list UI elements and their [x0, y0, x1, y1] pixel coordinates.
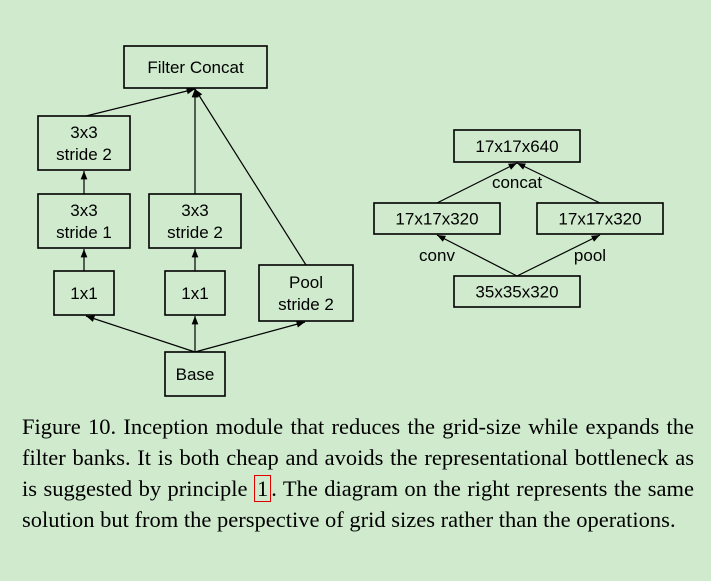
node-label: Filter Concat [147, 58, 244, 77]
concat-label: concat [492, 173, 542, 192]
node-label: 1x1 [70, 284, 97, 303]
node-label: 1x1 [181, 284, 208, 303]
pool-label: pool [574, 246, 606, 265]
node-label: stride 1 [56, 223, 112, 242]
node-conv1x1-left: 1x1 [53, 270, 115, 316]
caption-text-end: . The diagram on the right represents th… [22, 476, 694, 532]
edges-layer [80, 87, 601, 353]
node-filter-concat: Filter Concat [123, 45, 268, 89]
node-pool-s2: Pool stride 2 [258, 264, 354, 322]
node-box [148, 193, 242, 249]
principle-reference-link[interactable]: 1 [253, 475, 272, 502]
node-label: Base [176, 365, 215, 384]
node-label: 17x17x320 [395, 210, 478, 229]
node-label: 17x17x640 [475, 137, 558, 156]
node-box [37, 115, 131, 171]
node-box [164, 270, 226, 316]
node-conv1x1-mid: 1x1 [164, 270, 226, 316]
node-box [536, 202, 664, 235]
edge-pool-s2-to-filter-concat [194, 88, 307, 266]
node-out-17x17x640: 17x17x640 [453, 129, 581, 163]
node-box [37, 193, 131, 249]
edge-pool-17x17x320-to-out-17x17x640 [516, 162, 601, 204]
node-label: Pool [289, 273, 323, 292]
node-box [123, 45, 268, 89]
conv-label: conv [419, 246, 455, 265]
edge-base-to-pool-s2 [194, 320, 306, 353]
node-label: stride 2 [56, 145, 112, 164]
node-label: 3x3 [70, 201, 97, 220]
edge-labels-layer: concat conv pool [419, 173, 606, 265]
node-box [258, 264, 354, 322]
node-pool-17x17x320: 17x17x320 [536, 202, 664, 235]
node-label: stride 2 [167, 223, 223, 242]
node-box [164, 351, 226, 397]
node-label: stride 2 [278, 295, 334, 314]
edge-conv-17x17x320-to-out-17x17x640 [436, 162, 518, 204]
node-conv-17x17x320: 17x17x320 [373, 202, 501, 235]
node-conv3x3-s1: 3x3 stride 1 [37, 193, 131, 249]
node-box [53, 270, 115, 316]
caption-text-start: Figure 10. Inception module that reduces… [22, 414, 694, 501]
node-label: 3x3 [70, 123, 97, 142]
nodes-layer: Filter Concat 3x3 stride 2 3x3 stride 1 1x1 3x… [37, 45, 664, 397]
node-conv3x3-s2-top: 3x3 stride 2 [37, 115, 131, 171]
node-box [453, 129, 581, 163]
edge-conv3x3-s2-top-to-filter-concat [85, 87, 196, 117]
edge-in-35x35x320-to-conv-17x17x320 [436, 234, 518, 277]
node-label: 3x3 [181, 201, 208, 220]
node-box [373, 202, 501, 235]
inception-diagram: Filter Concat 3x3 stride 2 3x3 stride 1 1x1 3x… [37, 45, 664, 397]
node-conv3x3-s2-mid: 3x3 stride 2 [148, 193, 242, 249]
node-in-35x35x320: 35x35x320 [453, 275, 581, 308]
figure-caption: Figure 10. Inception module that reduces… [22, 411, 694, 535]
node-box [453, 275, 581, 308]
edge-in-35x35x320-to-pool-17x17x320 [516, 234, 601, 277]
node-label: 17x17x320 [558, 210, 641, 229]
node-base: Base [164, 351, 226, 397]
edge-base-to-conv1x1-left [85, 315, 196, 353]
node-label: 35x35x320 [475, 283, 558, 302]
